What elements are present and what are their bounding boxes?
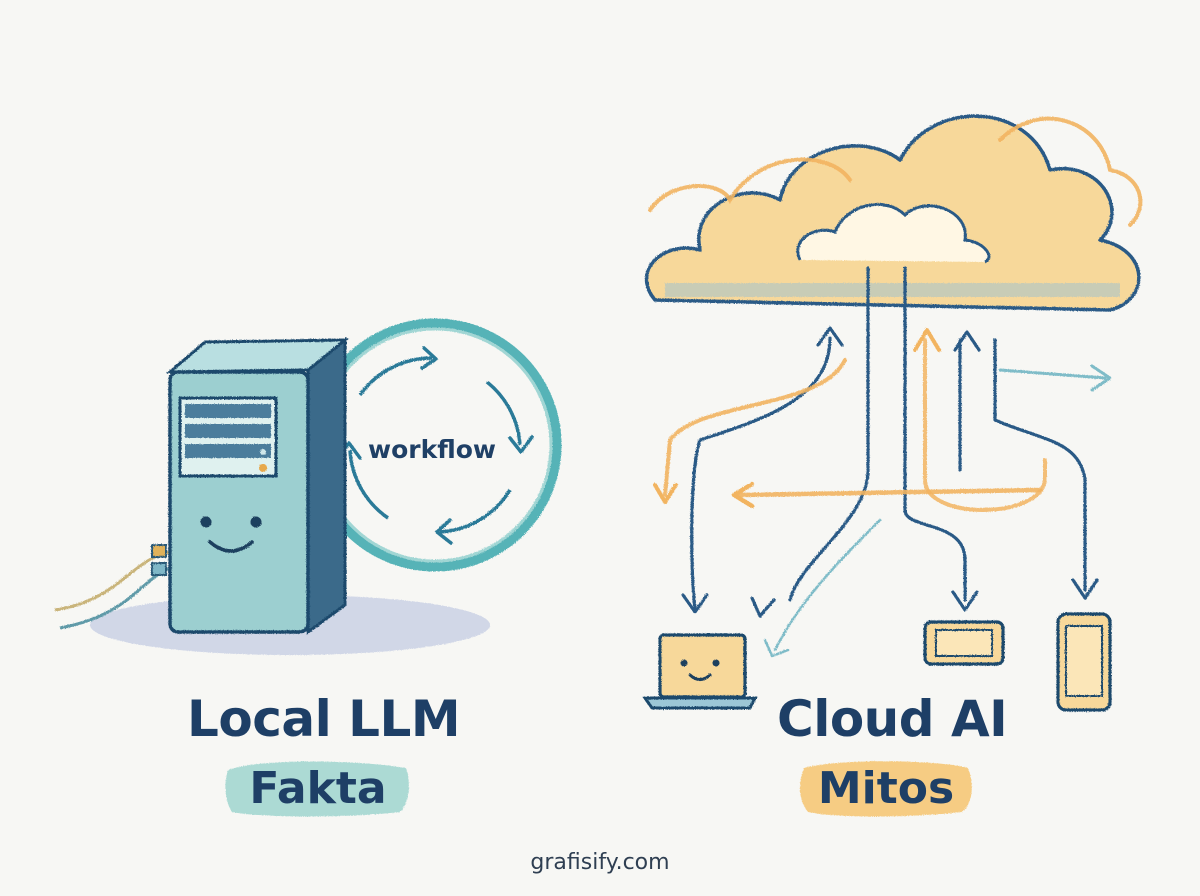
cloud-ai-title: Cloud AI [777,690,1008,748]
fakta-tag: Fakta [249,763,387,814]
local-llm-title: Local LLM [187,690,461,748]
footer-credit: grafisify.com [530,850,670,875]
tablet-landscape-icon [923,620,1005,666]
data-flow-arrows [653,266,1112,658]
server-icon [165,336,350,635]
mitos-tag: Mitos [817,763,955,814]
laptop-icon [642,633,758,710]
cable-icon [54,544,171,630]
cloud-icon [644,114,1143,312]
fakta-highlight [225,761,409,817]
mitos-highlight [799,761,972,817]
workflow-label: workflow [368,435,497,464]
phone-icon [1056,612,1112,712]
